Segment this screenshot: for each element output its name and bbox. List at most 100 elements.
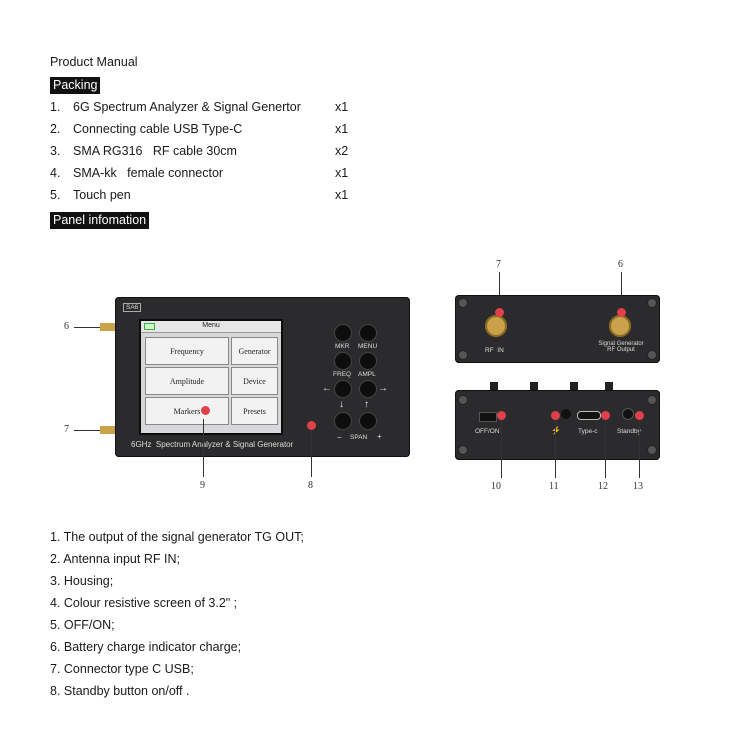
item-text: Connecting cable USB Type-C xyxy=(73,122,243,136)
amplitude-button[interactable]: Amplitude xyxy=(145,367,229,395)
description-item: 5. OFF/ON; xyxy=(50,618,115,632)
panel-heading: Panel infomation xyxy=(50,212,150,229)
front-view: 6 7 SA6 Menu Frequency Amplitude Markers… xyxy=(60,255,420,495)
freq-key[interactable] xyxy=(335,353,351,369)
leader-line xyxy=(74,327,102,328)
item-number: 3. xyxy=(50,144,61,158)
list-item: 4. SMA-kk female connector x1 xyxy=(50,166,370,184)
rf-out-label-1: Signal Generator xyxy=(598,341,644,347)
generator-button[interactable]: Generator xyxy=(231,337,278,365)
rf-out-connector-icon xyxy=(609,315,631,337)
leader-line xyxy=(203,419,204,477)
screw-icon xyxy=(459,299,467,307)
device-button[interactable]: Device xyxy=(231,367,278,395)
item-text: SMA RG316 RF cable 30cm xyxy=(73,144,237,158)
marker-dot-9 xyxy=(201,406,210,415)
foot xyxy=(605,382,613,392)
standby-label: Standby xyxy=(617,428,641,435)
screw-icon xyxy=(648,299,656,307)
left-key[interactable] xyxy=(335,381,351,397)
marker-dot-10 xyxy=(497,411,506,420)
item-number: 2. xyxy=(50,122,61,136)
callout-12: 12 xyxy=(598,481,608,492)
rf-side-view: 7 6 RF IN Signal Generator RF Output xyxy=(450,255,670,375)
down-key[interactable] xyxy=(335,413,351,429)
item-qty: x1 xyxy=(335,122,349,136)
standby-button[interactable] xyxy=(623,409,633,419)
screw-icon xyxy=(648,351,656,359)
right-key[interactable] xyxy=(360,381,376,397)
freq-label: FREQ xyxy=(333,371,352,378)
presets-button[interactable]: Presets xyxy=(231,397,278,425)
marker-dot-6 xyxy=(617,308,626,317)
leader-line xyxy=(605,420,606,478)
item-text: Touch pen xyxy=(73,188,131,202)
rf-in-connector-icon xyxy=(485,315,507,337)
description-item: 6. Battery charge indicator charge; xyxy=(50,640,242,654)
battery-icon xyxy=(144,323,155,330)
description-item: 4. Colour resistive screen of 3.2" ; xyxy=(50,596,238,610)
span-label: SPAN xyxy=(350,434,368,441)
sma-connector-icon xyxy=(100,323,116,331)
item-qty: x2 xyxy=(335,144,349,158)
description-item: 1. The output of the signal generator TG… xyxy=(50,530,304,544)
span-minus: − xyxy=(337,433,342,442)
charge-led xyxy=(561,409,571,419)
item-number: 5. xyxy=(50,188,61,202)
callout-10: 10 xyxy=(491,481,501,492)
up-key[interactable] xyxy=(360,413,376,429)
ampl-key[interactable] xyxy=(360,353,376,369)
list-item: 5. Touch pen x1 xyxy=(50,188,370,206)
usb-typec-port[interactable] xyxy=(577,411,601,420)
foot xyxy=(530,382,538,392)
item-number: 1. xyxy=(50,100,61,114)
arrow-down-icon: ↓ xyxy=(339,399,344,410)
rf-in-label: RF IN xyxy=(485,347,504,354)
power-switch[interactable] xyxy=(479,412,497,422)
frequency-button[interactable]: Frequency xyxy=(145,337,229,365)
item-qty: x1 xyxy=(335,166,349,180)
screen-titlebar: Menu xyxy=(141,321,281,333)
callout-6: 6 xyxy=(618,259,623,270)
marker-dot-11 xyxy=(551,411,560,420)
touch-screen[interactable]: Menu Frequency Amplitude Markers Generat… xyxy=(139,319,283,435)
description-item: 2. Antenna input RF IN; xyxy=(50,552,180,566)
callout-11: 11 xyxy=(549,481,559,492)
menu-key[interactable] xyxy=(360,325,376,341)
leader-line xyxy=(639,420,640,478)
leader-line xyxy=(501,420,502,478)
arrow-up-icon: ↑ xyxy=(364,399,369,410)
packing-heading: Packing xyxy=(50,77,101,94)
item-text: SMA-kk female connector xyxy=(73,166,224,180)
foot xyxy=(570,382,578,392)
marker-dot-8 xyxy=(307,421,316,430)
menu-label: MENU xyxy=(358,343,378,350)
rf-panel-housing: RF IN Signal Generator RF Output xyxy=(455,295,660,363)
leader-line xyxy=(621,272,622,312)
callout-13: 13 xyxy=(633,481,643,492)
arrow-right-icon: → xyxy=(378,383,388,394)
sma-connector-icon xyxy=(100,426,116,434)
leader-line xyxy=(499,272,500,312)
leader-line xyxy=(555,420,556,478)
screen-title: Menu xyxy=(202,322,220,329)
foot xyxy=(490,382,498,392)
ampl-label: AMPL xyxy=(358,371,376,378)
callout-6-left: 6 xyxy=(64,321,69,332)
description-item: 3. Housing; xyxy=(50,574,114,588)
callout-9: 9 xyxy=(200,480,205,491)
typec-label: Type-c xyxy=(578,428,598,435)
description-item: 7. Connector type C USB; xyxy=(50,662,194,676)
model-badge: SA6 xyxy=(123,303,142,312)
leader-line xyxy=(74,430,102,431)
mkr-key[interactable] xyxy=(335,325,351,341)
marker-dot-13 xyxy=(635,411,644,420)
screw-icon xyxy=(459,351,467,359)
screw-icon xyxy=(648,446,656,454)
rf-out-label-2: RF Output xyxy=(607,347,635,353)
description-item: 8. Standby button on/off . xyxy=(50,684,190,698)
list-item: 2. Connecting cable USB Type-C x1 xyxy=(50,122,370,140)
markers-button[interactable]: Markers xyxy=(145,397,229,425)
bottom-side-view: OFF/ON ⚡ Type-c Standby 10 11 12 13 xyxy=(450,380,670,495)
arrow-left-icon: ← xyxy=(322,383,332,394)
